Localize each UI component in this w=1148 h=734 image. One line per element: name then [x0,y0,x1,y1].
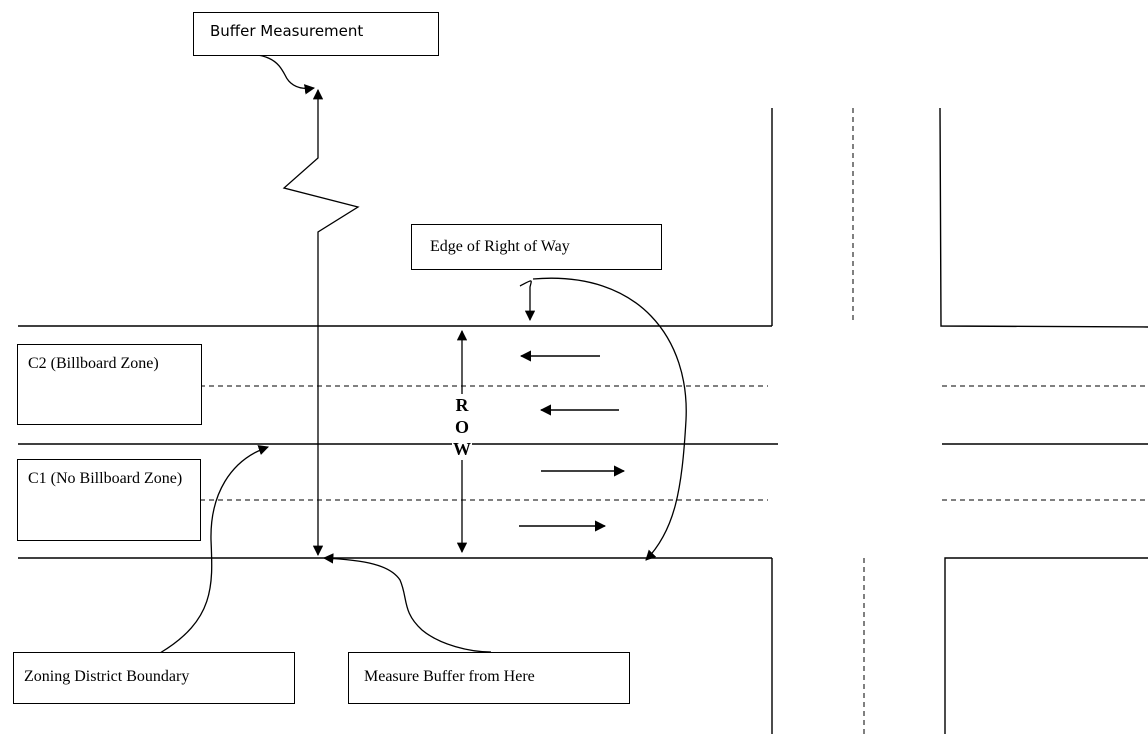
edge-of-row-leader-curve [532,277,687,561]
row-letter-o: O [452,416,472,438]
buffer-measurement-leader [221,53,316,95]
zoning-district-boundary-label: Zoning District Boundary [13,652,295,704]
dashed-lines [200,108,1148,734]
road-edges [18,107,1148,734]
buffer-measurement-line [282,88,360,557]
measure-buffer-leader [322,553,492,653]
c2-billboard-zone-label: C2 (Billboard Zone) [17,344,202,425]
row-edge-top-right [939,107,1148,328]
c1-no-billboard-zone-label: C1 (No Billboard Zone) [17,459,201,541]
measure-buffer-label: Measure Buffer from Here [348,652,630,704]
traffic-arrows [519,350,626,532]
buffer-measurement-label: Buffer Measurement [193,12,439,56]
edge-of-row-label: Edge of Right of Way [411,224,662,270]
zoning-boundary-leader [159,445,269,654]
row-edge-bottom-right [944,557,1148,734]
leader-arrows [159,53,687,654]
edge-of-row-leader-top [519,280,536,322]
row-letter-r: R [452,394,472,416]
row-letter-w: W [452,438,472,460]
